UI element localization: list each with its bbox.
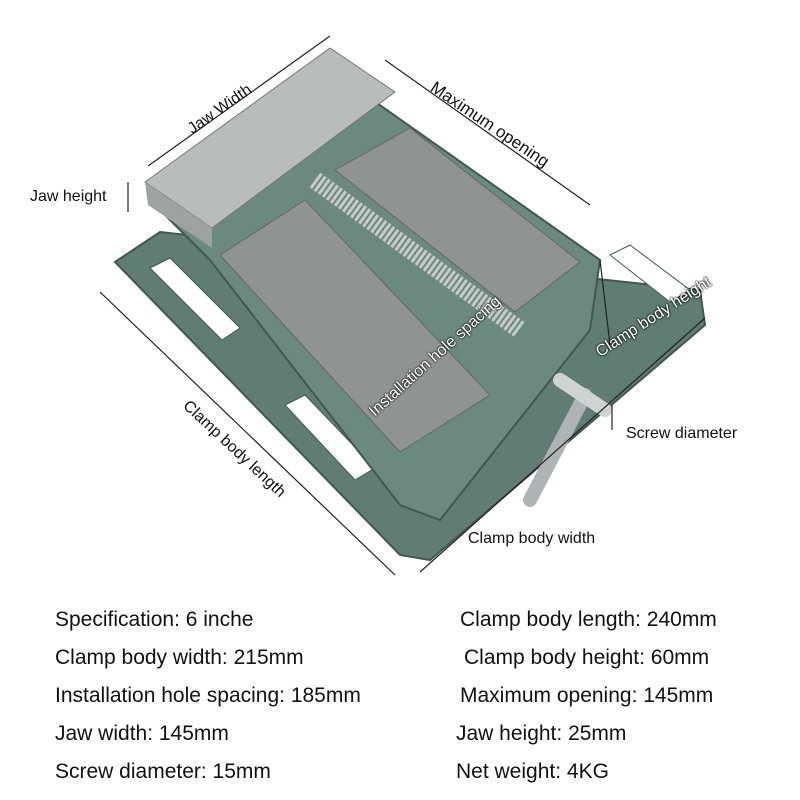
right-jaw-plate [334, 127, 581, 313]
handle-shaft [553, 373, 612, 417]
spec-item: Specification: 6 inche [55, 608, 254, 631]
spec-item: Clamp body height: 60mm [464, 646, 710, 669]
spec-item: Clamp body length: 240mm [460, 608, 717, 631]
label-jaw-height: Jaw height [30, 188, 107, 205]
mounting-slot [149, 257, 241, 341]
label-screw-diameter: Screw diameter [626, 425, 738, 442]
dimension-lines [99, 35, 706, 576]
handle-bar [523, 388, 592, 507]
label-clamp-body-width: Clamp body width [468, 530, 596, 547]
mounting-slot [609, 244, 691, 303]
spec-item: Maximum opening: 145mm [460, 684, 714, 707]
fixed-jaw-front [145, 182, 212, 248]
spec-item: Jaw width: 145mm [55, 722, 229, 745]
spec-item: Net weight: 4KG [456, 760, 609, 783]
spec-item: Jaw height: 25mm [456, 722, 627, 745]
spec-item: Installation hole spacing: 185mm [55, 684, 361, 707]
spec-item: Clamp body width: 215mm [55, 646, 304, 669]
lead-screw [309, 172, 526, 338]
spec-item: Screw diameter: 15mm [55, 760, 271, 783]
left-jaw-plate [219, 199, 491, 453]
